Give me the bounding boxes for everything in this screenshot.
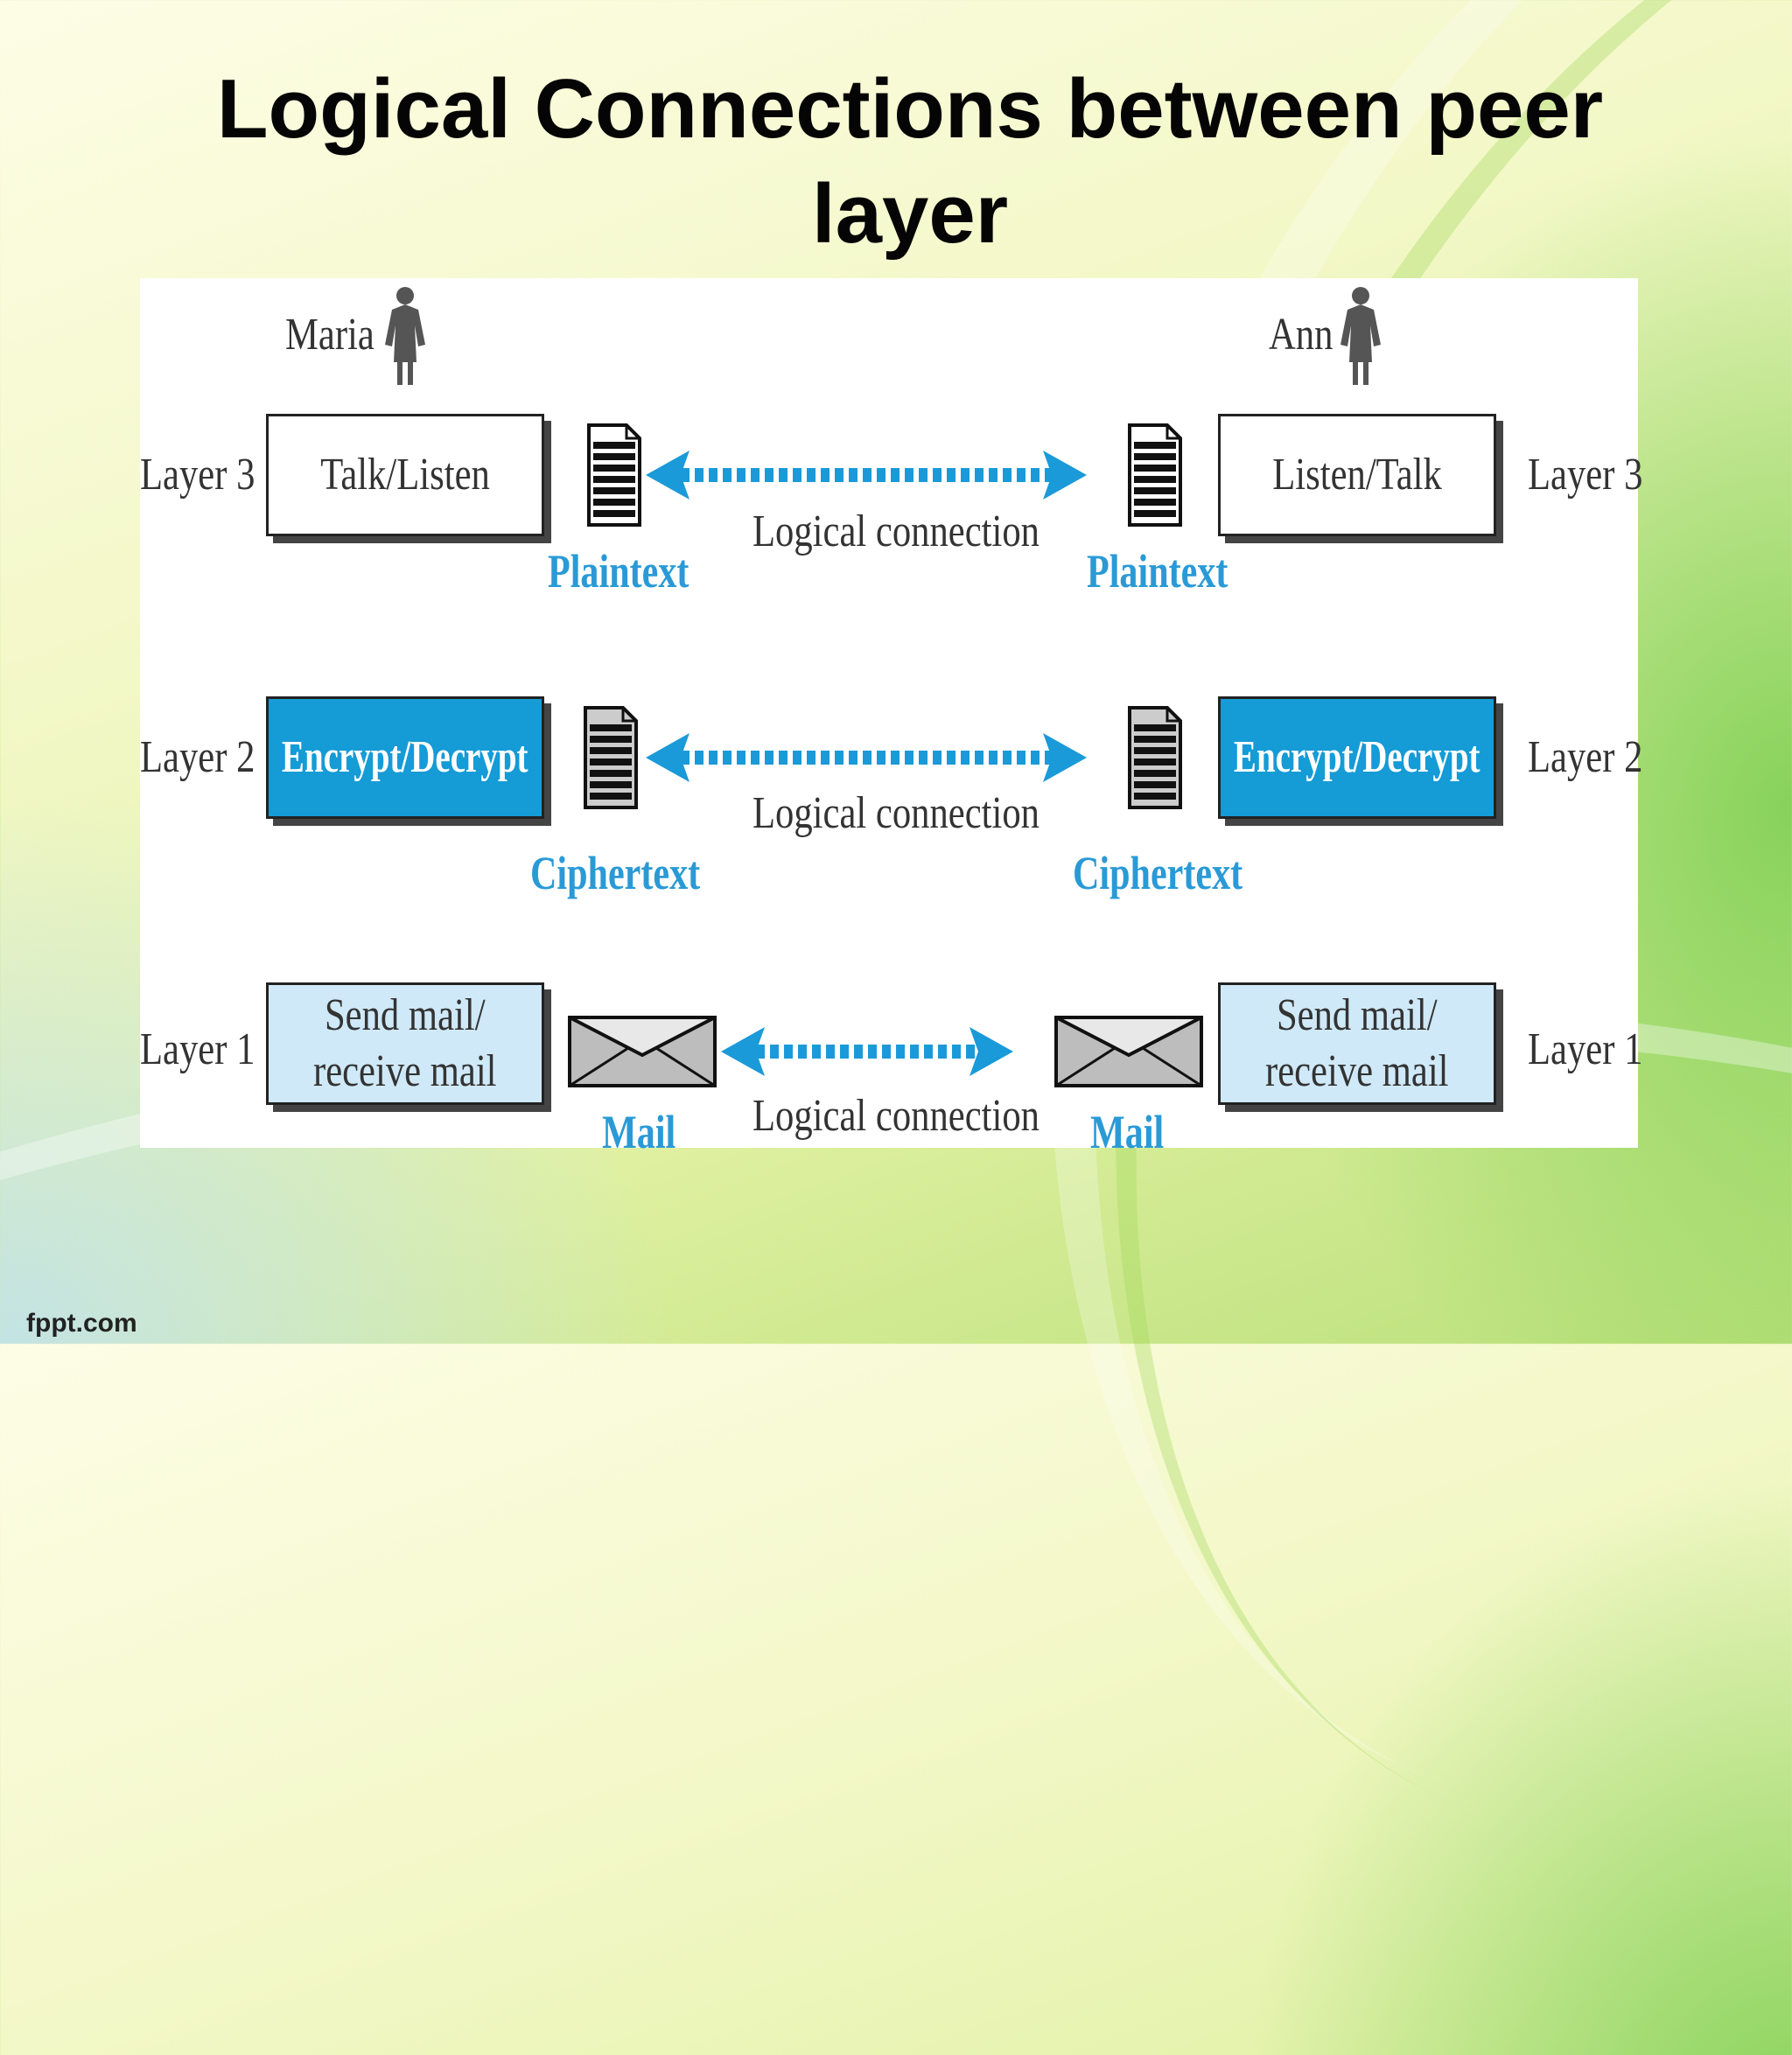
layer2-connection-label: Logical connection — [752, 788, 1040, 838]
layer1-left-box-text: Send mail/ receive mail — [313, 990, 497, 1096]
envelope-icon — [568, 1016, 717, 1087]
layer3-right-item-label: Plaintext — [1087, 545, 1228, 598]
slide-title: Logical Connections between peer layer — [0, 57, 1792, 267]
layer1-right-box-text: Send mail/ receive mail — [1265, 990, 1449, 1096]
footer-watermark: fppt.com — [26, 1309, 137, 1338]
layer3-left-label: Layer 3 — [140, 450, 256, 500]
layer3-right-box-text: Listen/Talk — [1272, 450, 1442, 500]
double-arrow-icon — [646, 733, 1087, 782]
envelope-icon — [1054, 1016, 1203, 1087]
layer2-left-label: Layer 2 — [140, 732, 256, 782]
diagram-panel: Maria Ann Layer 3 Talk/Listen Logical co… — [140, 278, 1642, 1158]
layer1-connection-label: Logical connection — [752, 1091, 1040, 1141]
layer3-left-item-label: Plaintext — [548, 545, 690, 598]
layer2-right-box: Encrypt/Decrypt — [1218, 696, 1496, 819]
document-icon — [587, 423, 641, 527]
document-icon — [1128, 706, 1182, 809]
left-person-name: Maria — [285, 310, 374, 360]
person-icon — [385, 287, 425, 385]
document-icon — [584, 706, 638, 809]
layer2-left-box: Encrypt/Decrypt — [266, 696, 544, 819]
layer1-right-label: Layer 1 — [1528, 1024, 1643, 1074]
layer2-right-box-text: Encrypt/Decrypt — [1234, 732, 1480, 782]
layer1-left-label: Layer 1 — [140, 1024, 256, 1074]
layer1-left-box: Send mail/ receive mail — [266, 982, 544, 1105]
layer2-left-box-text: Encrypt/Decrypt — [282, 732, 528, 782]
layer3-right-label: Layer 3 — [1528, 450, 1643, 500]
layer3-left-box-text: Talk/Listen — [320, 450, 490, 500]
document-icon — [1128, 423, 1182, 527]
layer1-right-item-label: Mail — [1090, 1106, 1165, 1158]
layer1-right-box: Send mail/ receive mail — [1218, 982, 1496, 1105]
layer3-left-box: Talk/Listen — [266, 414, 544, 536]
layer2-right-label: Layer 2 — [1528, 732, 1643, 782]
layer3-connection-label: Logical connection — [752, 507, 1040, 556]
double-arrow-icon — [721, 1027, 1013, 1076]
double-arrow-icon — [646, 451, 1087, 500]
right-person-name: Ann — [1269, 310, 1334, 360]
title-line-1: Logical Connections between peer — [216, 62, 1604, 156]
title-line-2: layer — [811, 167, 1009, 261]
layer3-right-box: Listen/Talk — [1218, 414, 1496, 536]
person-icon — [1340, 287, 1381, 385]
layer2-left-item-label: Ciphertext — [530, 847, 701, 899]
layer1-left-item-label: Mail — [602, 1106, 676, 1158]
layer2-right-item-label: Ciphertext — [1073, 847, 1243, 899]
